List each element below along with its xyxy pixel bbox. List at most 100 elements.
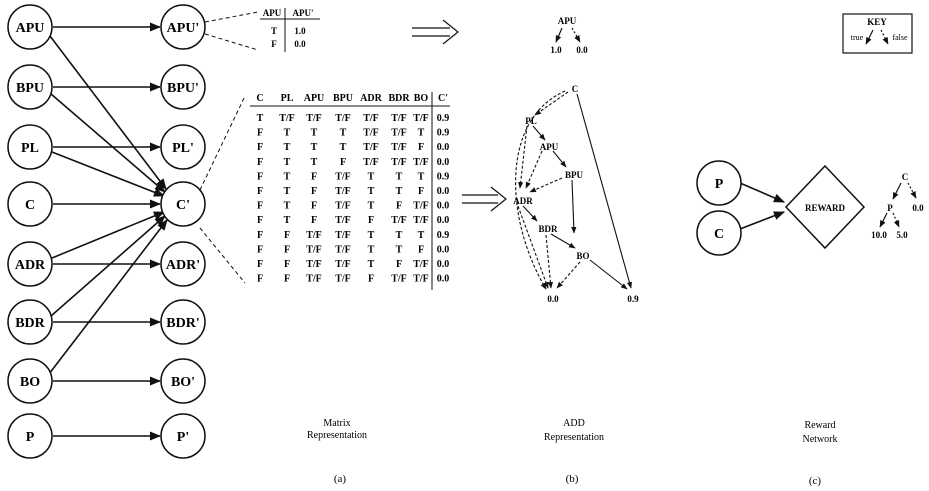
node-p-prime: P' [160, 413, 206, 459]
reward-tree-p: P [887, 203, 893, 213]
node-label: ADR [15, 258, 46, 273]
matrix-cell: F [368, 215, 374, 226]
matrix-cell: T [418, 128, 425, 139]
add-node-c: C [572, 84, 579, 94]
edge-pl-cprime [51, 151, 166, 197]
matrix-cell: T [284, 171, 291, 182]
matrix-cell: T [284, 142, 291, 153]
matrix-cell: F [257, 259, 263, 270]
add-edge [589, 259, 628, 290]
matrix-cell: F [311, 171, 317, 182]
node-label: ADR' [166, 258, 200, 273]
add-edge [534, 91, 569, 116]
node-bpu-prime: BPU' [160, 64, 206, 110]
matrix-header-cell: APU [304, 93, 325, 104]
matrix-cell: F [257, 274, 263, 285]
node-label: PL' [172, 141, 194, 156]
key-false-label: false [892, 33, 908, 42]
matrix-cell: 0.9 [437, 171, 450, 182]
implies-arrow-middle [462, 186, 507, 212]
matrix-cell: T [368, 244, 375, 255]
node-label: BO' [171, 375, 195, 390]
matrix-cell: T/F [391, 142, 407, 153]
leader-apu-bottom [204, 33, 259, 51]
node-label: BPU [16, 81, 44, 96]
node-adr-prime: ADR' [160, 241, 206, 287]
matrix-cell: T [396, 186, 403, 197]
matrix-cell: T/F [335, 274, 351, 285]
node-label: BO [20, 375, 40, 390]
add-edge [518, 125, 528, 189]
node-label: APU [16, 21, 45, 36]
matrix-cell: T/F [306, 244, 322, 255]
matrix-cell: T/F [391, 128, 407, 139]
node-label: C [25, 198, 35, 213]
matrix-cell: 0.0 [437, 157, 450, 168]
matrix-cell: T [418, 171, 425, 182]
node-c: C [7, 181, 53, 227]
reward-network: P C REWARD C P 0.0 10.0 5.0 [696, 160, 924, 256]
matrix-cell: F [284, 259, 290, 270]
matrix-cell: F [257, 244, 263, 255]
matrix-cell: T/F [335, 230, 351, 241]
matrix-cell: F [396, 259, 402, 270]
dbn-left-nodes: APU BPU PL C ADR BDR BO P [7, 4, 53, 459]
node-bdr-prime: BDR' [160, 299, 206, 345]
panel-label-b: (b) [566, 473, 579, 485]
matrix-cell: F [418, 142, 424, 153]
apu-add-false-leaf: 0.0 [576, 45, 588, 55]
matrix-cell: 0.9 [437, 113, 450, 124]
matrix-cell: 0.0 [437, 244, 450, 255]
leader-lines [199, 11, 259, 284]
node-bo-prime: BO' [160, 358, 206, 404]
reward-input-c: C [696, 210, 742, 256]
matrix-cell: T [284, 186, 291, 197]
matrix-cell: T [368, 230, 375, 241]
apu-add-root: APU [558, 16, 577, 26]
matrix-cell: T [340, 128, 347, 139]
apu-table-cell: 1.0 [294, 26, 306, 36]
matrix-cell: T [396, 171, 403, 182]
edge-bpu-cprime [50, 93, 166, 193]
add-edge [545, 234, 554, 289]
matrix-cell: T/F [335, 186, 351, 197]
matrix-cell: 0.0 [437, 274, 450, 285]
leader-apu-top [204, 11, 259, 23]
matrix-cell: 0.9 [437, 230, 450, 241]
add-edge [517, 205, 549, 289]
matrix-cell: 0.0 [437, 142, 450, 153]
edge-bo-cprime [48, 219, 168, 375]
matrix-header-cell: PL [281, 93, 294, 104]
add-edge [552, 150, 567, 168]
add-edge [571, 179, 577, 234]
matrix-header-cell: C' [438, 93, 448, 104]
node-label: BDR [15, 316, 45, 331]
reward-leaf: 10.0 [871, 230, 887, 240]
matrix-cell: F [311, 201, 317, 212]
apu-cpt-table: APU APU' T 1.0 F 0.0 [260, 8, 320, 52]
node-label: APU' [167, 21, 200, 36]
add-node-bpu: BPU [565, 170, 584, 180]
matrix-cell: T/F [363, 142, 379, 153]
apu-add: APU 1.0 0.0 [550, 16, 588, 55]
matrix-cell: F [340, 157, 346, 168]
panel-label-c: (c) [809, 475, 822, 487]
edge-bdr-cprime [50, 215, 166, 317]
reward-input-p: P [696, 160, 742, 206]
matrix-cell: F [284, 274, 290, 285]
legend-key: KEY true false [842, 13, 913, 54]
node-label: P' [177, 430, 189, 445]
node-label: PL [21, 141, 39, 156]
matrix-cell: T/F [335, 201, 351, 212]
matrix-cell: T [368, 186, 375, 197]
matrix-cell: 0.0 [437, 259, 450, 270]
dbn-network: APU BPU PL C ADR BDR BO P APU' BPU' PL' … [7, 4, 206, 459]
